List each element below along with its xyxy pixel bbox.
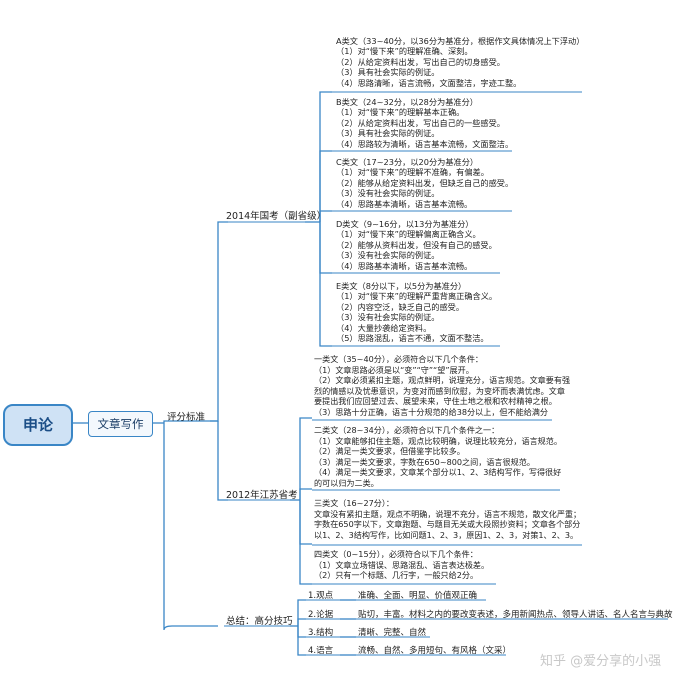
category-line: （4）思路基本清晰，语言基本流畅。 xyxy=(336,198,473,209)
category-line: （4）满足一类文要求，文章某个部分以1、2、3结构写作，写得很好 xyxy=(314,467,562,478)
category-1-2012: 一类文（35~40分），必须符合以下几个条件： （1）文章思路必须是以“变”“守… xyxy=(314,354,570,418)
category-line: （3）具有社会实际的例证。 xyxy=(336,128,440,139)
category-line: （2）文章必须紧扣主题，观点鲜明，说理充分，语言规范。文章要有强 xyxy=(314,375,571,386)
category-c-2014: C类文（17~23分，以20分为基准分） （1）对“慢下来”的理解不准确，有偏差… xyxy=(336,157,513,209)
tip-key-1: 1.观点 xyxy=(308,591,334,601)
category-line: （1）对“慢下来”的理解基本正确。 xyxy=(336,107,465,118)
category-title: 二类文（28~34分），必须符合以下几个条件之一： xyxy=(314,425,500,435)
category-line: （4）思路基本清晰，语言基本流畅。 xyxy=(336,260,473,271)
category-a-2014: A类文（33~40分，以36分为基准分，根据作文具体情况上下浮动） （1）对“慢… xyxy=(336,36,584,88)
category-line: （5）思路混乱，语言不通，文面不整洁。 xyxy=(336,333,489,344)
category-line: （2）满足一类文要求，但借鉴字比较多。 xyxy=(314,446,465,457)
category-line: 以1、2、3结构写作，比如问题1、2、3，原因1、2、3，对策1、2、3。 xyxy=(314,529,579,540)
category-line: （3）没有社会实际的例证。 xyxy=(336,188,440,199)
category-d-2014: D类文（9~16分，以13分为基准分） （1）对“慢下来”的理解偏离正确含义。 … xyxy=(336,219,497,271)
criteria-label[interactable]: 评分标准 xyxy=(167,412,206,423)
category-line: （3）没有社会实际的例证。 xyxy=(336,250,440,261)
tip-value-3: 清晰、完整、自然 xyxy=(358,628,427,638)
category-line: 要提出我们应回望过去、展望未来，守住土地之根和农村精神之根。 xyxy=(314,396,557,407)
category-line: 字数在650字以下，文章跑题、与题目无关或大段照抄资料；文章各个部分 xyxy=(314,519,581,530)
tip-value-1: 准确、全面、明显、价值观正确 xyxy=(358,591,478,601)
category-line: 文章没有紧扣主题，观点不明确，说理不充分，语言不规范，散文化严重； xyxy=(314,508,582,519)
tip-key-2: 2.论据 xyxy=(308,610,334,620)
category-3-2012: 三类文（16~27分）： 文章没有紧扣主题，观点不明确，说理不充分，语言不规范，… xyxy=(314,498,581,540)
category-line: （3）思路十分正确，语言十分规范的给38分以上，但不能给满分 xyxy=(314,406,548,417)
category-line: （2）从给定资料出发，写出自己的一些感受。 xyxy=(336,117,505,128)
tip-value-4: 流畅、自然、多用短句、有风格（文采） xyxy=(358,646,512,656)
category-line: （1）文章立场错误、思路混乱、语言表达极差。 xyxy=(314,559,490,570)
category-4-2012: 四类文（0~15分），必须符合以下几个条件： （1）文章立场错误、思路混乱、语言… xyxy=(314,549,489,581)
tip-value-2: 贴切，丰富。材料之内的要改变表述，多用新闻热点、领导人讲话、名人名言与典故 xyxy=(358,610,673,620)
category-line: （3）没有社会实际的例证。 xyxy=(336,312,440,323)
tip-key-4: 4.语言 xyxy=(308,646,334,656)
category-line: 的可以归为二类。 xyxy=(314,477,379,488)
category-line: 烈的情感以及忧患意识，为变对而感到欣慰，为变坏而表满忧虑。文章 xyxy=(314,385,565,396)
category-title: C类文（17~23分，以20分为基准分） xyxy=(336,157,479,167)
category-line: （2）只有一个标题、几行字，一般只给2分。 xyxy=(314,570,479,581)
tip-key-3: 3.结构 xyxy=(308,628,334,638)
branch-2014-label[interactable]: 2014年国考（副省级） xyxy=(226,211,327,222)
category-title: 四类文（0~15分），必须符合以下几个条件： xyxy=(314,549,478,559)
category-line: （2）能够从资料出发，但没有自己的感受。 xyxy=(336,239,497,250)
category-b-2014: B类文（24~32分，以28分为基准分） （1）对“慢下来”的理解基本正确。 （… xyxy=(336,97,513,149)
category-title: 三类文（16~27分）： xyxy=(314,498,394,508)
category-line: （3）具有社会实际的例证。 xyxy=(336,67,440,78)
category-line: （1）对“慢下来”的理解偏离正确含义。 xyxy=(336,229,481,240)
category-line: （2）内容空泛，缺乏自己的感受。 xyxy=(336,301,465,312)
root-node[interactable]: 申论 xyxy=(3,404,73,446)
category-line: （1）文章思路必须是以“变”“守”“望”展开。 xyxy=(314,364,474,375)
category-line: （1）对“慢下来”的理解严重背离正确含义。 xyxy=(336,291,498,302)
branch-2012-label[interactable]: 2012年江苏省考 xyxy=(226,490,298,501)
category-2-2012: 二类文（28~34分），必须符合以下几个条件之一： （1）文章能够扣住主题，观点… xyxy=(314,425,562,489)
category-line: （4）思路清晰，语言流畅，文面整洁，字迹工整。 xyxy=(336,77,522,88)
category-title: A类文（33~40分，以36分为基准分，根据作文具体情况上下浮动） xyxy=(336,36,585,46)
category-line: （2）能够从给定资料出发，但缺乏自己的感受。 xyxy=(336,177,514,188)
watermark: 知乎 @爱分享的小强 xyxy=(540,654,662,669)
category-title: B类文（24~32分，以28分为基准分） xyxy=(336,97,478,107)
category-line: （1）对“慢下来”的理解准确、深刻。 xyxy=(336,46,473,57)
tips-label[interactable]: 总结：高分技巧 xyxy=(226,616,293,627)
main-topic-node[interactable]: 文章写作 xyxy=(88,411,153,437)
category-line: （3）满足一类文要求，字数在650~800之间，语言很规范。 xyxy=(314,456,535,467)
category-line: （1）对“慢下来”的理解不准确，有偏差。 xyxy=(336,167,489,178)
category-line: （4）大量抄袭给定资料。 xyxy=(336,322,432,333)
category-title: 一类文（35~40分），必须符合以下几个条件： xyxy=(314,354,484,364)
category-e-2014: E类文（8分以下，以5分为基准分） （1）对“慢下来”的理解严重背离正确含义。 … xyxy=(336,281,497,343)
category-title: E类文（8分以下，以5分为基准分） xyxy=(336,281,467,291)
category-title: D类文（9~16分，以13分为基准分） xyxy=(336,219,474,229)
category-line: （4）思路较为清晰，语言基本流畅，文面整洁。 xyxy=(336,138,514,149)
category-line: （2）从给定资料出发，写出自己的切身感受。 xyxy=(336,56,505,67)
category-line: （1）文章能够扣住主题，观点比较明确，说理比较充分，语言规范。 xyxy=(314,435,562,446)
